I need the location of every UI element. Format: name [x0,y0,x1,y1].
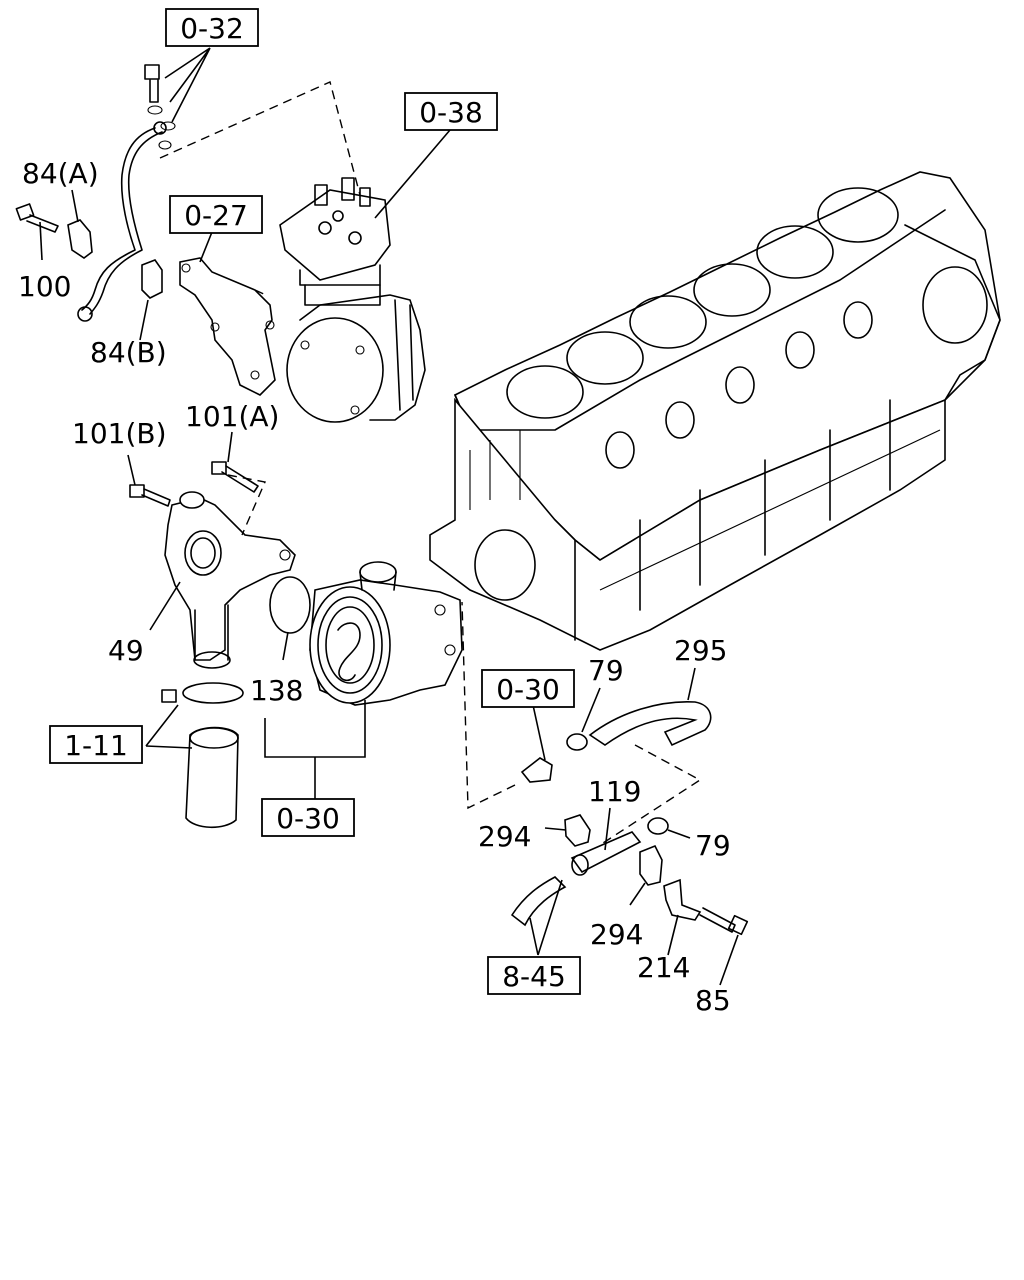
compressor-bracket [179,257,276,396]
part-label-49: 49 [108,634,144,667]
part-label-294-lower: 294 [590,918,643,951]
water-pipe-119 [570,831,642,876]
thermostat-housing [164,491,296,669]
bolt-101a [211,461,259,493]
o-ring-138 [269,576,311,634]
hose-clamp-79-lower [647,817,669,835]
part-label-100: 100 [18,270,71,303]
water-hose-295 [588,700,712,747]
ref-label: 1-11 [64,729,128,762]
part-label-138: 138 [250,674,303,707]
ref-label: 0-27 [184,199,248,232]
ref-label: 8-45 [502,960,566,993]
ref-label: 0-30 [276,802,340,835]
part-label-214: 214 [637,951,690,984]
bolt-85 [699,907,749,936]
pipe-clip-a [67,219,93,259]
ref-box-0-30-bottom: 0-30 [261,798,355,837]
hose-and-clamp [161,682,244,829]
ref-box-0-38: 0-38 [404,92,498,131]
part-label-84b: 84(B) [90,336,167,369]
air-compressor [279,177,426,423]
bolt-100 [15,203,59,233]
part-label-294-upper: 294 [478,820,531,853]
clip-294-upper [564,814,591,847]
part-label-295: 295 [674,634,727,667]
part-label-79-upper: 79 [588,654,624,687]
hose-clamp-79-upper [566,733,588,751]
ref-box-1-11: 1-11 [49,725,143,764]
pipe-clip-b [141,259,163,299]
oil-pipe [77,64,176,322]
ref-box-0-32: 0-32 [165,8,259,47]
part-label-79-lower: 79 [695,829,731,862]
water-pump [309,561,463,706]
ref-label: 0-38 [419,96,483,129]
leader-lines [39,47,739,986]
bolt-101b [129,484,171,507]
cylinder-block [429,171,1001,651]
part-label-101b: 101(B) [72,417,167,450]
ref-label: 0-30 [496,673,560,706]
hose-8-45 [510,876,567,927]
part-label-119: 119 [588,775,641,808]
ref-label: 0-32 [180,12,244,45]
part-label-84a: 84(A) [22,157,99,190]
connector [520,757,553,783]
clip-294-lower [639,844,663,886]
bracket-214 [663,878,702,921]
part-label-101a: 101(A) [185,400,279,433]
ref-box-0-27: 0-27 [169,195,263,234]
ref-box-8-45: 8-45 [487,956,581,995]
part-label-85: 85 [695,984,731,1017]
ref-box-0-30-right: 0-30 [481,669,575,708]
